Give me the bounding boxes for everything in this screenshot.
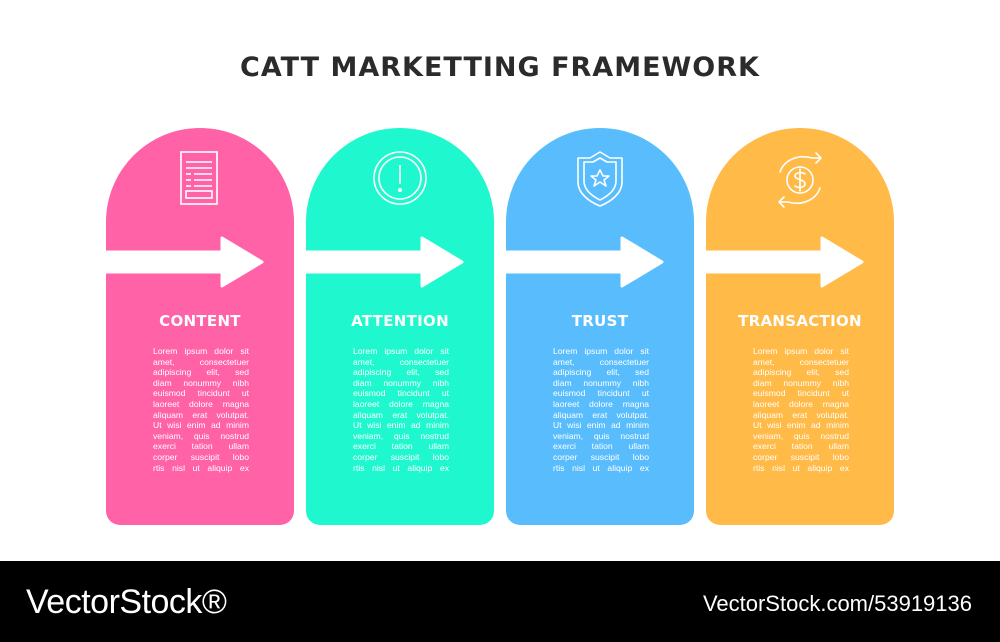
card-label: TRUST [571, 312, 629, 330]
page-title: CATT MARKETTING FRAMEWORK [240, 52, 760, 83]
arrow-right-icon [106, 234, 266, 290]
exclamation-circle-icon [370, 148, 430, 212]
arrow-right-icon [506, 234, 666, 290]
watermark-footer: VectorStock® VectorStock.com/53919136 [0, 561, 1000, 642]
shield-star-icon [570, 148, 630, 212]
dollar-exchange-icon [770, 148, 830, 212]
card-label: CONTENT [159, 312, 241, 330]
card-label: ATTENTION [351, 312, 449, 330]
document-icon [170, 148, 230, 212]
arrow-right-icon [306, 234, 466, 290]
arrow-right-icon [706, 234, 866, 290]
footer-image-id: VectorStock.com/53919136 [702, 591, 972, 616]
card-label: TRANSACTION [738, 312, 862, 330]
footer-brand-logo: VectorStock® [26, 583, 227, 621]
